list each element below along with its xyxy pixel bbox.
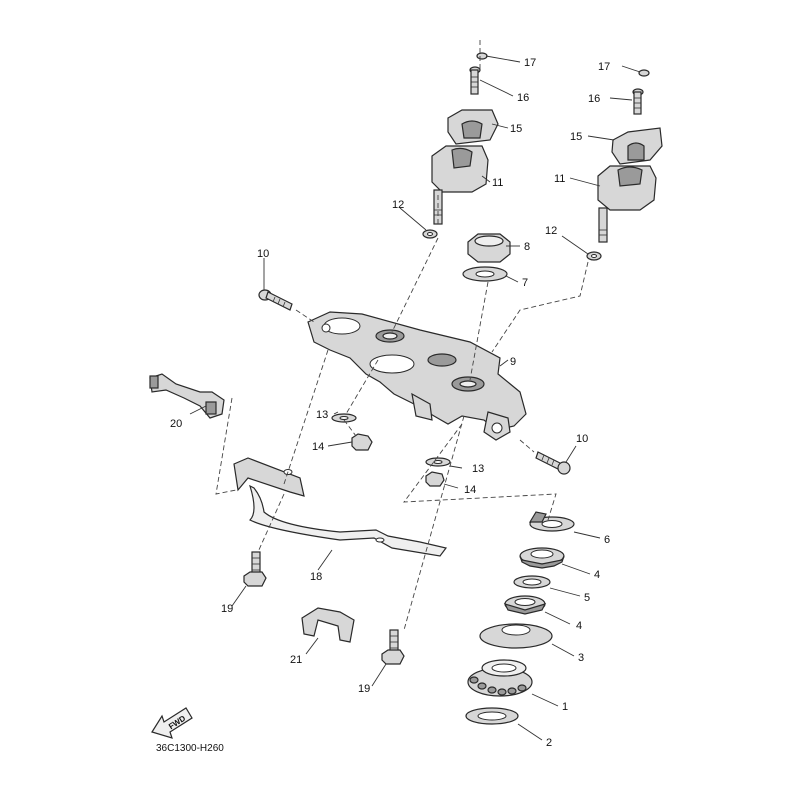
- bolt-10-right: [535, 451, 571, 475]
- callout-12-left: 12: [392, 199, 404, 211]
- upper-bracket-9: [307, 311, 527, 441]
- callout-16-right: 16: [588, 93, 600, 105]
- bracket-20: [149, 373, 225, 419]
- upper-holder-15-right: [611, 127, 663, 165]
- washer-12-right: [586, 251, 602, 261]
- washer-6: [528, 511, 575, 532]
- bolt-16-right: [632, 88, 644, 115]
- callout-8: 8: [524, 241, 530, 253]
- callout-4-upper: 4: [594, 569, 600, 581]
- callout-17-left: 17: [524, 57, 536, 69]
- callout-11-left: 11: [492, 177, 503, 189]
- assembly-lines: [215, 40, 589, 631]
- ring-nut-4-upper: [519, 547, 565, 569]
- fwd-arrow-icon: FWD: [151, 707, 193, 739]
- washer-13-lower: [425, 457, 451, 467]
- ring-nut-4-lower: [503, 595, 547, 615]
- bearing-cover-3: [479, 623, 553, 649]
- washer-7: [462, 266, 508, 282]
- stay-18: [233, 457, 448, 557]
- callout-15-left: 15: [510, 123, 522, 135]
- nut-14-upper: [351, 433, 373, 451]
- callout-5: 5: [584, 592, 590, 604]
- bolt-19-left: [243, 551, 267, 587]
- callouts: 17 16 15 11 12 8 7 17 16 15 11 12 10 9 1…: [170, 57, 610, 749]
- callout-2: 2: [546, 737, 552, 749]
- bearing-1: [467, 659, 533, 697]
- callout-14-lower: 14: [464, 484, 476, 496]
- clamp-21: [301, 607, 355, 643]
- callout-19-right: 19: [358, 683, 370, 695]
- callout-21: 21: [290, 654, 302, 666]
- callout-1: 1: [562, 701, 568, 713]
- callout-14-upper: 14: [312, 441, 324, 453]
- rubber-washer-5: [513, 575, 551, 589]
- leader-lines: [189, 55, 641, 741]
- washer-12-left: [422, 229, 438, 239]
- callout-13-lower: 13: [472, 463, 484, 475]
- bearing-rollers: [469, 676, 527, 696]
- bolt-16-left: [469, 66, 481, 95]
- upper-holder-15-left: [447, 109, 499, 145]
- lower-holder-11-left: [431, 145, 489, 225]
- callout-12-right: 12: [545, 225, 557, 237]
- callout-15-right: 15: [570, 131, 582, 143]
- callout-7: 7: [522, 277, 528, 289]
- nut-14-lower: [425, 471, 445, 487]
- washer-13-upper: [331, 413, 357, 423]
- dust-seal-2: [465, 707, 519, 725]
- callout-19-left: 19: [221, 603, 233, 615]
- callout-4-lower: 4: [576, 620, 582, 632]
- callout-9: 9: [510, 356, 516, 368]
- bolt-19-right: [381, 629, 405, 665]
- callout-3: 3: [578, 652, 584, 664]
- bolt-10-left: [258, 289, 293, 311]
- cap-17-left: [476, 52, 488, 60]
- lower-holder-11-right: [597, 165, 657, 243]
- callout-6: 6: [604, 534, 610, 546]
- callout-16-left: 16: [517, 92, 529, 104]
- callout-10-right: 10: [576, 433, 588, 445]
- callout-17-right: 17: [598, 61, 610, 73]
- callout-10-left: 10: [257, 248, 269, 260]
- reference-code: 36C1300-H260: [156, 743, 224, 754]
- callout-11-right: 11: [554, 173, 565, 185]
- callout-20: 20: [170, 418, 182, 430]
- callout-18: 18: [310, 571, 322, 583]
- callout-13-upper: 13: [316, 409, 328, 421]
- steering-nut-8: [467, 233, 511, 263]
- cap-17-right: [638, 69, 650, 77]
